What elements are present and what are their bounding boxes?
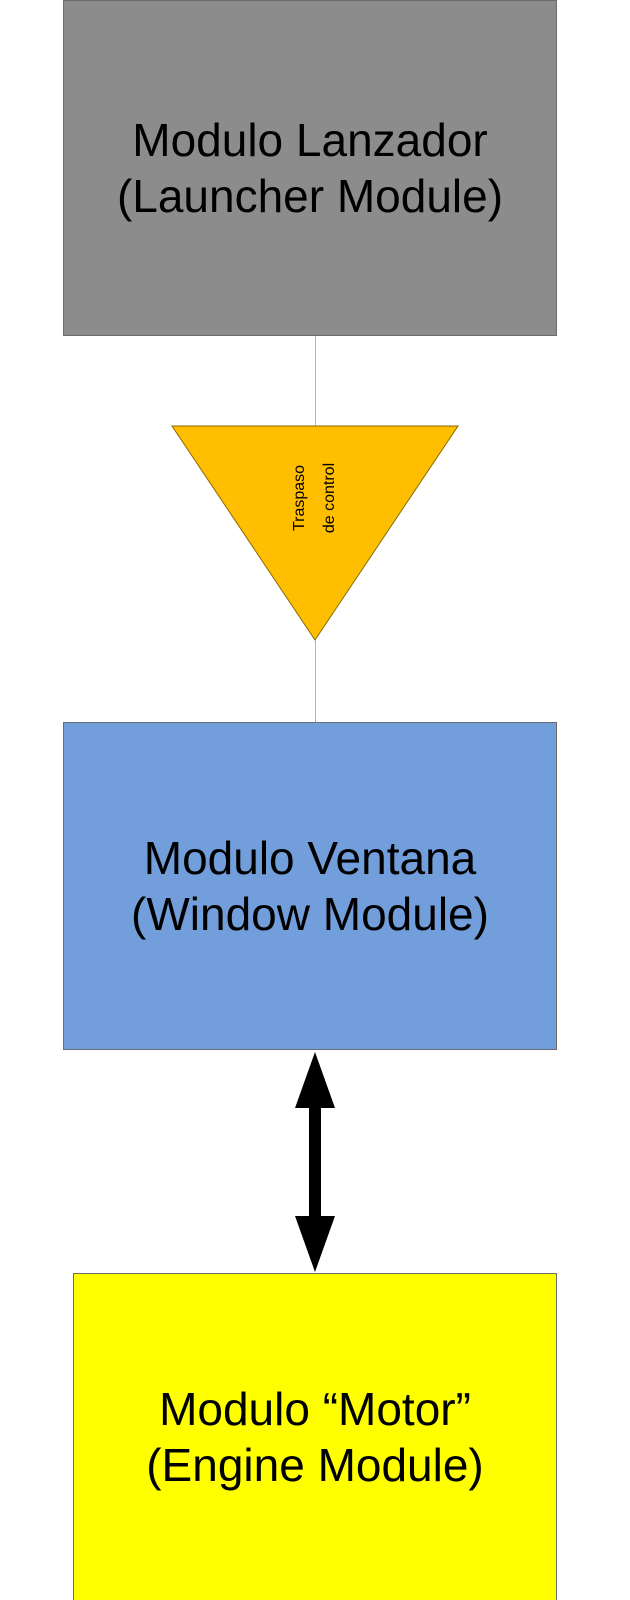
handoff-label-line2: de control bbox=[321, 462, 338, 534]
connector-handoff-to-window bbox=[315, 640, 316, 722]
handoff-label: Traspaso de control bbox=[285, 463, 345, 533]
engine-module-title: Modulo “Motor” bbox=[159, 1383, 471, 1435]
engine-module-subtitle: (Engine Module) bbox=[146, 1439, 484, 1491]
engine-module-box: Modulo “Motor” (Engine Module) bbox=[73, 1273, 557, 1600]
window-module-subtitle: (Window Module) bbox=[131, 888, 489, 940]
launcher-module-box: Modulo Lanzador (Launcher Module) bbox=[63, 0, 557, 336]
launcher-module-subtitle: (Launcher Module) bbox=[116, 170, 504, 222]
arrow-head-up bbox=[295, 1052, 335, 1108]
window-module-box: Modulo Ventana (Window Module) bbox=[63, 722, 557, 1050]
arrow-head-down bbox=[295, 1216, 335, 1272]
window-module-title: Modulo Ventana bbox=[143, 832, 477, 884]
launcher-module-title: Modulo Lanzador bbox=[132, 114, 488, 166]
bidirectional-arrow bbox=[295, 1052, 335, 1272]
connector-launcher-to-handoff bbox=[315, 336, 316, 426]
arrow-shaft bbox=[309, 1106, 321, 1218]
handoff-label-line1: Traspaso bbox=[291, 464, 308, 532]
